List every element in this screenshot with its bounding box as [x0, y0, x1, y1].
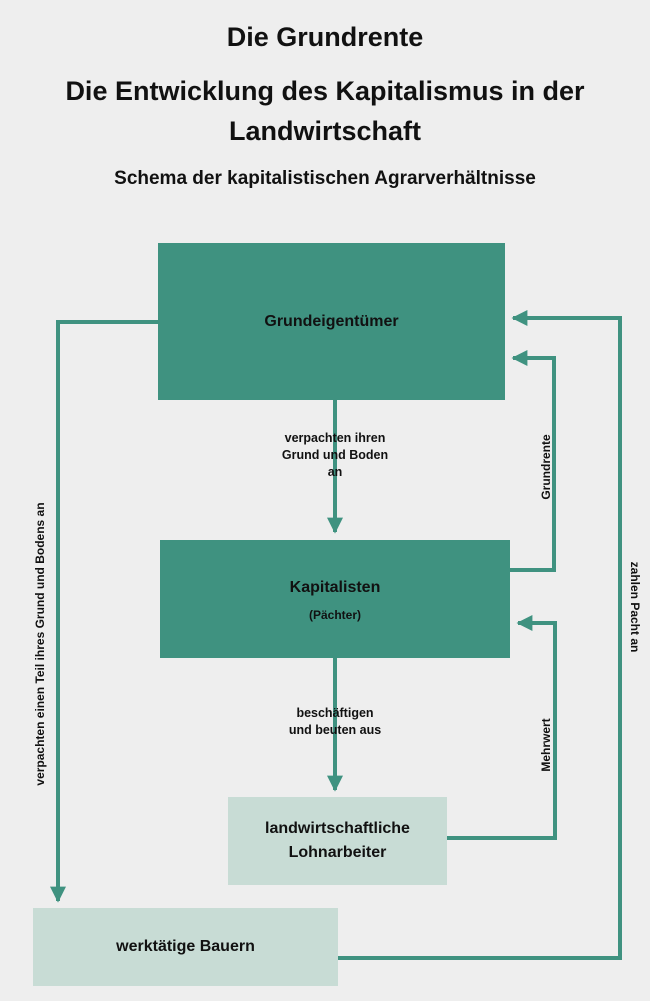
node-bauern-label: werktätige Bauern — [116, 938, 255, 955]
node-lohnarbeiter-label-line1: landwirtschaftliche — [265, 820, 410, 837]
edge-label-verpachten: verpachten ihren Grund und Boden an — [235, 430, 435, 481]
node-kapitalisten: Kapitalisten (Pächter) — [160, 540, 510, 658]
edge-label-grundrente: Grundrente — [539, 434, 553, 500]
diagram-schema-caption: Schema der kapitalistischen Agrarverhält… — [114, 168, 536, 189]
node-grundeigentuemer-label: Grundeigentümer — [264, 312, 399, 330]
edge-label-beschaeftigen-line2: und beuten aus — [288, 723, 382, 737]
node-grundeigentuemer: Grundeigentümer — [158, 243, 505, 400]
node-bauern: werktätige Bauern — [33, 908, 338, 986]
edge-label-mehrwert: Mehrwert — [539, 718, 553, 772]
node-kapitalisten-note: (Pächter) — [308, 608, 361, 622]
edge-label-verpachten-line3: an — [327, 465, 343, 479]
arrow-pacht — [338, 310, 622, 960]
diagram-subtitle-line2: Landwirtschaft — [228, 116, 422, 146]
arrow-mehrwert — [447, 615, 557, 840]
arrow-teil — [50, 320, 158, 903]
diagram-title: Die Grundrente — [226, 22, 424, 52]
arrow-grundrente — [510, 350, 556, 572]
edge-label-beschaeftigen-line1: beschäftigen — [296, 706, 374, 720]
edge-label-beschaeftigen: beschäftigen und beuten aus — [235, 705, 435, 739]
edge-label-pacht: zahlen Pacht an — [628, 561, 642, 653]
diagram-subtitle-line1: Die Entwicklung des Kapitalismus in der — [65, 76, 585, 106]
node-kapitalisten-label: Kapitalisten — [289, 579, 381, 596]
edge-label-teil: verpachten einen Teil ihres Grund und Bo… — [33, 502, 47, 786]
edge-label-verpachten-line2: Grund und Boden — [281, 448, 389, 462]
node-lohnarbeiter-label-line2: Lohnarbeiter — [288, 844, 387, 861]
node-lohnarbeiter: landwirtschaftliche Lohnarbeiter — [228, 797, 447, 885]
edge-label-verpachten-line1: verpachten ihren — [284, 431, 386, 445]
